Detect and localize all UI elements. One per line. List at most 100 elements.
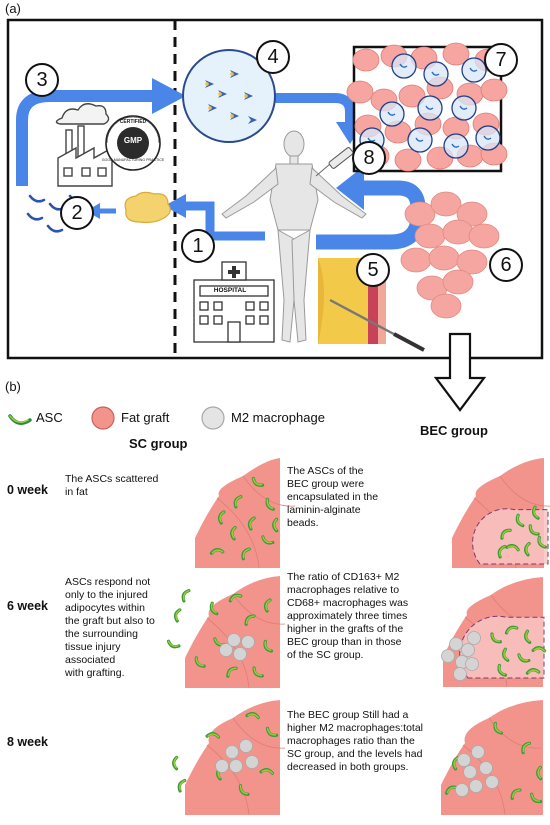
step-4-badge: 4 <box>256 40 290 74</box>
asc-cell-highlight <box>273 518 278 531</box>
description-line: The ratio of CD163+ M2 <box>287 571 400 583</box>
gmp-ring-text: GOOD MANUFACTURING PRACTICE <box>101 158 165 162</box>
asc-cell-highlight <box>210 602 217 614</box>
fat-cell <box>352 48 380 72</box>
legend-asc-label: ASC <box>36 410 63 425</box>
m2-macrophage <box>479 761 493 775</box>
step-7-badge: 7 <box>484 43 518 77</box>
asc-cell-highlight <box>239 785 248 795</box>
fat-tissue-graphic <box>124 191 171 224</box>
m2-macrophage <box>449 637 463 651</box>
asc-cell-highlight <box>516 514 523 526</box>
asc-cell-highlight <box>211 549 224 554</box>
step-3-badge: 3 <box>25 63 59 97</box>
bead-asc <box>431 71 440 76</box>
description-line: The ASCs scattered <box>65 473 159 485</box>
panel-a-label: (a) <box>5 1 21 16</box>
row-1-week: 6 week <box>7 599 49 613</box>
asc-cell-highlight <box>506 626 518 633</box>
arrow-1-path <box>182 201 265 241</box>
bead-asc <box>483 135 492 140</box>
alginate-bead <box>407 127 433 153</box>
lobule-border <box>206 744 250 816</box>
hospital-building <box>193 261 275 343</box>
alginate-bead <box>475 125 501 151</box>
asc-cell-highlight <box>175 609 181 621</box>
asc-cell-highlight <box>179 779 186 791</box>
asc-cell-highlight <box>533 506 539 519</box>
bead-asc <box>387 111 396 116</box>
patient-figure <box>221 130 367 343</box>
bec-graft-0week <box>452 458 550 569</box>
step-2-badge: 2 <box>60 196 94 230</box>
m2-macrophage <box>441 649 455 663</box>
asc-cell-highlight <box>522 742 531 753</box>
sc-graft-0week <box>195 458 296 569</box>
bead-asc <box>425 105 434 110</box>
legend-fat-icon <box>91 406 115 430</box>
fat-graft-body <box>185 576 280 688</box>
description-line: tissue injury <box>65 641 121 653</box>
m2-macrophage <box>215 759 229 773</box>
bead-asc <box>415 137 424 142</box>
m2-macrophage <box>227 633 241 647</box>
description-line: the surrounding <box>65 628 138 640</box>
step-8-badge: 8 <box>352 141 386 175</box>
encapsulated-beads-box <box>346 42 508 173</box>
description-line: BEC group than in those <box>287 636 402 648</box>
asc-cell-highlight <box>537 766 542 779</box>
m2-macrophage <box>485 775 499 789</box>
m2-macrophage <box>469 779 483 793</box>
bead-asc <box>459 105 468 110</box>
m2-macrophage <box>463 765 477 779</box>
fat-lobule <box>442 269 474 295</box>
fat-lobule <box>456 249 488 275</box>
m2-macrophage <box>455 783 469 797</box>
m2-macrophage <box>225 745 239 759</box>
m2-macrophage <box>229 759 243 773</box>
description-line: The BEC group Still had a <box>287 709 409 721</box>
bead-region <box>459 615 545 679</box>
sc-group-heading: SC group <box>129 436 188 451</box>
bead-region <box>472 508 549 565</box>
alginate-bead <box>379 101 405 127</box>
asc-cell-highlight <box>195 657 204 667</box>
asc-cell-highlight <box>207 733 220 738</box>
description-line: approximately three times <box>287 610 408 622</box>
fat-cell <box>442 42 470 66</box>
description-line: The ASCs of the <box>287 465 364 477</box>
arrow-8-head <box>336 166 364 210</box>
asc-cell-highlight <box>507 545 519 551</box>
asc-cell-highlight <box>261 769 274 774</box>
description-line: SC group, and the levels had <box>287 748 423 760</box>
asc-cell-highlight <box>511 789 521 799</box>
fat-cell <box>480 78 508 102</box>
asc-cell-highlight <box>525 630 530 643</box>
fat-lobule <box>414 223 446 249</box>
description-line: the graft but also to <box>65 615 155 627</box>
asc-cell-highlight <box>264 640 272 652</box>
fat-cell <box>394 148 422 172</box>
description-line: only to the injured <box>65 589 148 601</box>
asc-cell-highlight <box>252 477 263 486</box>
asc-cell-highlight <box>231 526 236 539</box>
alginate-bead <box>417 95 443 121</box>
row-0-week: 0 week <box>7 483 49 497</box>
description-line: ASCs respond not <box>65 576 151 588</box>
description-line: of the SC group. <box>287 649 364 661</box>
lobule-border <box>499 475 550 507</box>
asc-cell-highlight <box>491 633 501 643</box>
description-line: macrophages ratio than the <box>287 735 415 747</box>
asc-cell-highlight <box>219 511 225 523</box>
asc-cell-highlight <box>266 727 277 736</box>
m2-macrophage <box>465 657 479 671</box>
description-line: laminin-alginate <box>287 504 361 516</box>
asc-cell-highlight <box>227 667 237 676</box>
description-line: encapsulated in the <box>287 491 379 503</box>
asc-cell-highlight <box>503 648 508 661</box>
legend-macrophage-icon <box>201 406 225 430</box>
fat-lobule <box>456 201 488 227</box>
